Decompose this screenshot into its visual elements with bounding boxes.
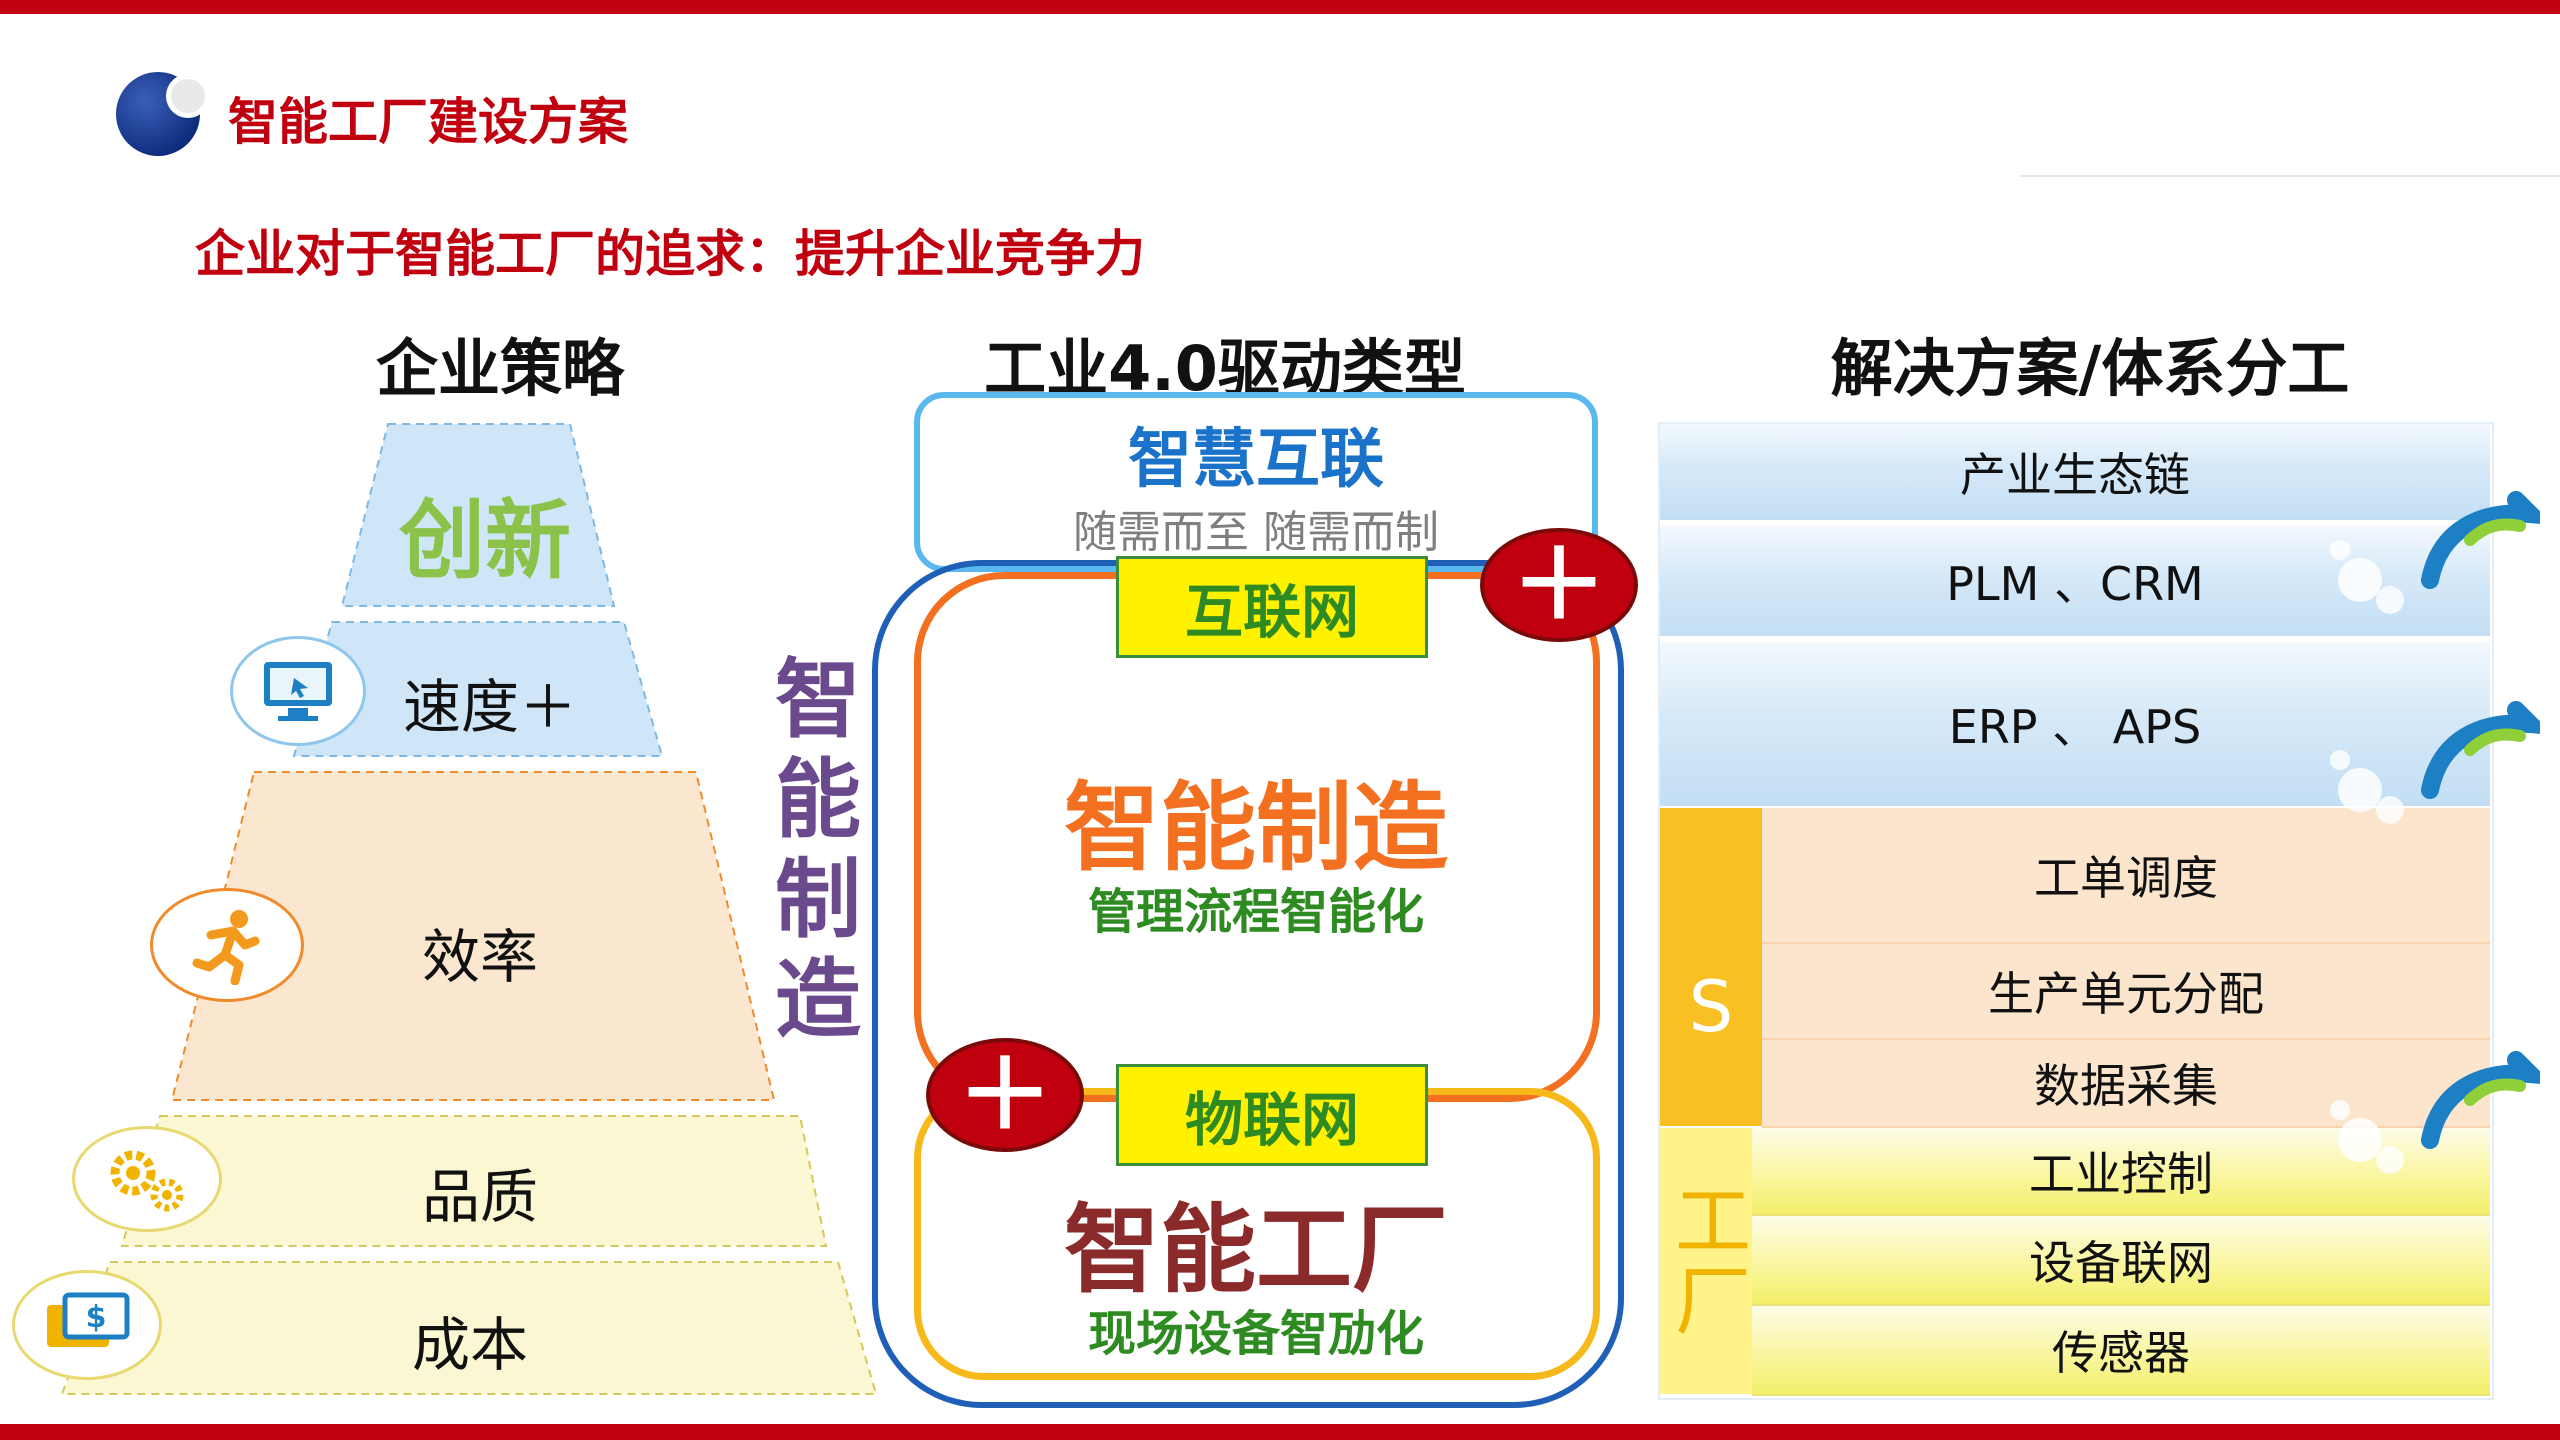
smart-factory-subtitle: 现场设备智劢化 <box>914 1294 1598 1364</box>
bottom-bar <box>0 1424 2560 1440</box>
sync-arrow-icon <box>2320 680 2540 840</box>
plus-icon: ＋ <box>926 1038 1084 1152</box>
tier-cost: 成本 <box>360 1298 580 1382</box>
vertical-char: 制 <box>768 850 868 950</box>
monitor-icon <box>230 636 366 746</box>
logo-icon <box>108 62 218 172</box>
top-bar <box>0 0 2560 14</box>
vertical-char: 造 <box>768 950 868 1050</box>
tier-quality: 品质 <box>370 1150 590 1234</box>
smart-manufacturing-title: 智能制造 <box>914 750 1598 889</box>
gears-icon <box>72 1126 222 1232</box>
factory-label: 工厂 <box>1660 1128 1752 1394</box>
smart-manufacturing-subtitle: 管理流程智能化 <box>914 872 1598 942</box>
factory-char: 工厂 <box>1661 1181 1751 1341</box>
vertical-char: 能 <box>768 750 868 850</box>
page-title: 智能工厂建设方案 <box>228 82 628 154</box>
smart-connect-title: 智慧互联 <box>914 408 1598 500</box>
tier-innovation: 创新 <box>340 470 630 595</box>
sync-arrow-icon <box>2320 1030 2540 1190</box>
smart-factory-title: 智能工厂 <box>914 1172 1598 1311</box>
solution-row: 生产单元分配 <box>1762 944 2490 1040</box>
strategy-heading: 企业策略 <box>340 318 660 408</box>
header-divider <box>2020 175 2560 177</box>
money-icon: $ <box>12 1270 162 1380</box>
iot-badge: 物联网 <box>1116 1064 1428 1166</box>
internet-badge: 互联网 <box>1116 556 1428 658</box>
solutions-heading: 解决方案/体系分工 <box>1780 318 2400 408</box>
tier-speed: 速度＋ <box>380 660 600 744</box>
vertical-char: 智 <box>768 650 868 750</box>
plus-icon: ＋ <box>1480 528 1638 642</box>
runner-icon <box>150 888 304 1002</box>
s-label: S <box>1660 808 1762 1126</box>
tier-efficiency: 效率 <box>370 910 590 994</box>
sync-arrow-icon <box>2320 470 2540 630</box>
solution-row: 设备联网 <box>1752 1216 2490 1306</box>
page-subtitle: 企业对于智能工厂的追求：提升企业竞争力 <box>195 214 1145 286</box>
vertical-label-smart-manufacturing: 智 能 制 造 <box>768 650 868 1050</box>
solution-row: 传感器 <box>1752 1306 2490 1396</box>
svg-text:$: $ <box>86 1300 107 1335</box>
